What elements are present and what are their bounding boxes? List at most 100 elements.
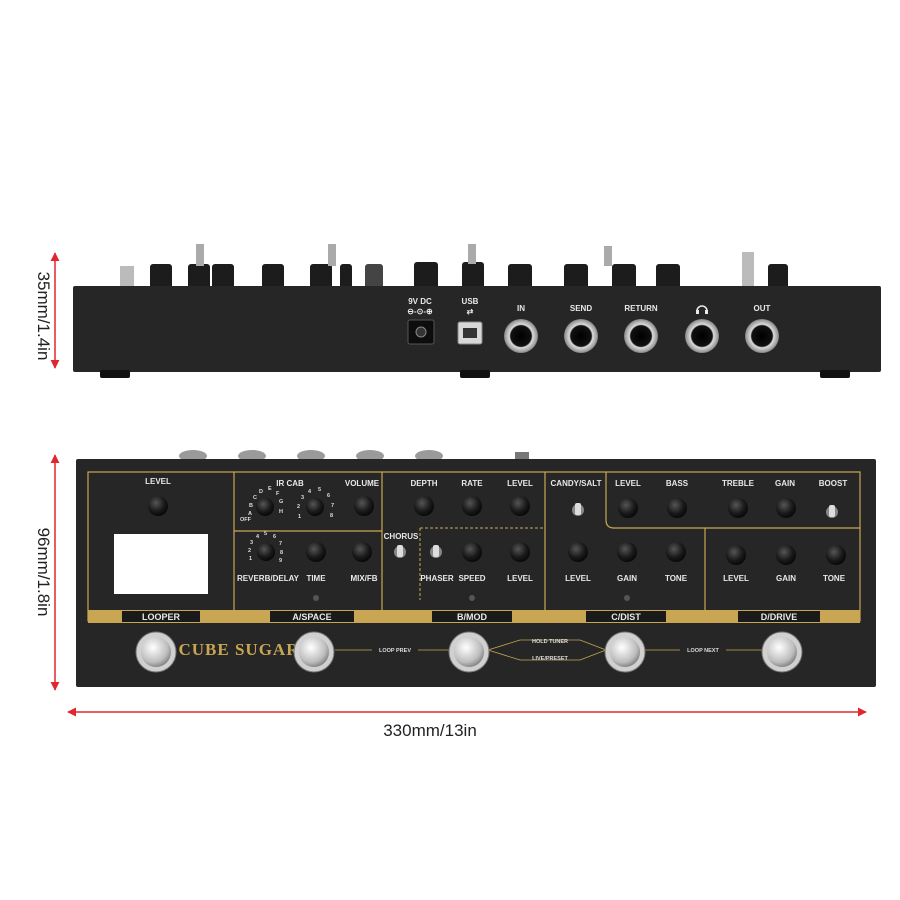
svg-text:7: 7 — [331, 503, 334, 509]
footswitch-space[interactable] — [293, 631, 335, 673]
usb-label: USB — [462, 297, 479, 306]
boost-toggle[interactable] — [826, 505, 838, 518]
svg-text:OFF: OFF — [240, 517, 252, 523]
chorus-phaser-toggle[interactable] — [394, 545, 406, 558]
svg-text:2: 2 — [248, 548, 251, 554]
rear-top-knobs — [120, 244, 788, 290]
rear-height-label: 35mm/1.4in — [34, 272, 53, 361]
svg-text:E: E — [268, 486, 272, 492]
headphone-icon — [696, 305, 708, 314]
rate-knob[interactable] — [462, 496, 482, 516]
svg-text:1: 1 — [249, 556, 252, 562]
svg-text:8: 8 — [280, 550, 283, 556]
send-jack-label: SEND — [570, 304, 592, 313]
dist-gain-label: GAIN — [617, 574, 637, 583]
looper-level-knob[interactable] — [148, 496, 168, 516]
time-knob[interactable] — [306, 542, 326, 562]
headphone-jack[interactable] — [685, 319, 719, 353]
svg-text:3: 3 — [301, 495, 304, 501]
svg-text:G: G — [279, 499, 283, 505]
svg-text:4: 4 — [308, 489, 312, 495]
speed-label: SPEED — [458, 574, 485, 583]
out-jack-label: OUT — [754, 304, 771, 313]
dist-level-label: LEVEL — [565, 574, 591, 583]
svg-text:B: B — [249, 503, 253, 509]
svg-text:7: 7 — [279, 541, 282, 547]
svg-text:8: 8 — [330, 513, 333, 519]
mod-level2-label: LEVEL — [507, 574, 533, 583]
bass-knob[interactable] — [667, 498, 687, 518]
mod-level2-knob[interactable] — [510, 542, 530, 562]
speed-knob[interactable] — [462, 542, 482, 562]
svg-text:2: 2 — [297, 504, 300, 510]
in-jack[interactable] — [504, 319, 538, 353]
candy-salt-toggle[interactable] — [572, 503, 584, 516]
top-height-label: 96mm/1.8in — [34, 528, 53, 617]
usb-icon: ⇄ — [467, 307, 474, 316]
looper-display — [114, 534, 208, 594]
dist-tone-label: TONE — [665, 574, 688, 583]
treble-knob[interactable] — [728, 498, 748, 518]
eq-gain-knob[interactable] — [776, 498, 796, 518]
volume-label: VOLUME — [345, 479, 380, 488]
hold-tuner-label: HOLD TUNER — [532, 639, 568, 645]
top-view: LOOPER A/SPACE B/MOD C/DIST D/DRIVE LEVE… — [76, 450, 876, 687]
depth-label: DEPTH — [410, 479, 437, 488]
return-jack-label: RETURN — [624, 304, 658, 313]
ir-cab-scale-left: A B C D E F G H OFF — [240, 486, 283, 523]
section-dist: C/DIST — [611, 612, 641, 622]
svg-text:H: H — [279, 509, 283, 515]
mod-level-label: LEVEL — [507, 479, 533, 488]
svg-text:5: 5 — [318, 487, 321, 493]
section-space: A/SPACE — [292, 612, 331, 622]
ir-cab-label: IR CAB — [276, 479, 304, 488]
send-jack[interactable] — [564, 319, 598, 353]
footswitch-drive[interactable] — [761, 631, 803, 673]
dist-led — [624, 595, 630, 601]
svg-text:C: C — [253, 495, 257, 501]
drive-gain-knob[interactable] — [776, 545, 796, 565]
volume-knob[interactable] — [354, 496, 374, 516]
drive-level-label: LEVEL — [723, 574, 749, 583]
eq-gain-label: GAIN — [775, 479, 795, 488]
out-jack[interactable] — [745, 319, 779, 353]
svg-text:6: 6 — [327, 493, 330, 499]
candy-salt-label: CANDY/SALT — [551, 479, 602, 488]
rear-view: 9V DC ⊖-⊙-⊕ USB ⇄ IN SEND RETURN OUT — [73, 244, 881, 378]
dist-gain-knob[interactable] — [617, 542, 637, 562]
boost-label: BOOST — [819, 479, 848, 488]
section-looper: LOOPER — [142, 612, 181, 622]
depth-knob[interactable] — [414, 496, 434, 516]
in-jack-label: IN — [517, 304, 525, 313]
reverb-delay-knob[interactable] — [257, 543, 275, 561]
eq-level-knob[interactable] — [618, 498, 638, 518]
treble-label: TREBLE — [722, 479, 755, 488]
svg-text:3: 3 — [250, 540, 253, 546]
svg-text:6: 6 — [273, 534, 276, 540]
dist-tone-knob[interactable] — [666, 542, 686, 562]
drive-level-knob[interactable] — [726, 545, 746, 565]
drive-tone-knob[interactable] — [826, 545, 846, 565]
svg-text:5: 5 — [264, 531, 267, 537]
phaser-toggle[interactable] — [430, 545, 442, 558]
svg-text:4: 4 — [256, 534, 260, 540]
looper-level-label: LEVEL — [145, 477, 171, 486]
svg-text:A: A — [248, 511, 252, 517]
chorus-label: CHORUS — [384, 532, 419, 541]
live-preset-label: LIVE/PRESET — [532, 656, 568, 662]
footswitch-dist[interactable] — [604, 631, 646, 673]
bass-label: BASS — [666, 479, 689, 488]
footswitch-looper[interactable] — [135, 631, 177, 673]
ir-cab-knob-a[interactable] — [256, 498, 274, 516]
ir-cab-scale-right: 1 2 3 4 5 6 7 8 — [297, 487, 334, 520]
footswitch-mod[interactable] — [448, 631, 490, 673]
reverb-delay-label: REVERB/DELAY — [237, 574, 300, 583]
dist-level-knob[interactable] — [568, 542, 588, 562]
return-jack[interactable] — [624, 319, 658, 353]
mix-fb-knob[interactable] — [352, 542, 372, 562]
space-led — [313, 595, 319, 601]
ir-cab-knob-b[interactable] — [306, 498, 324, 516]
mod-level-knob[interactable] — [510, 496, 530, 516]
